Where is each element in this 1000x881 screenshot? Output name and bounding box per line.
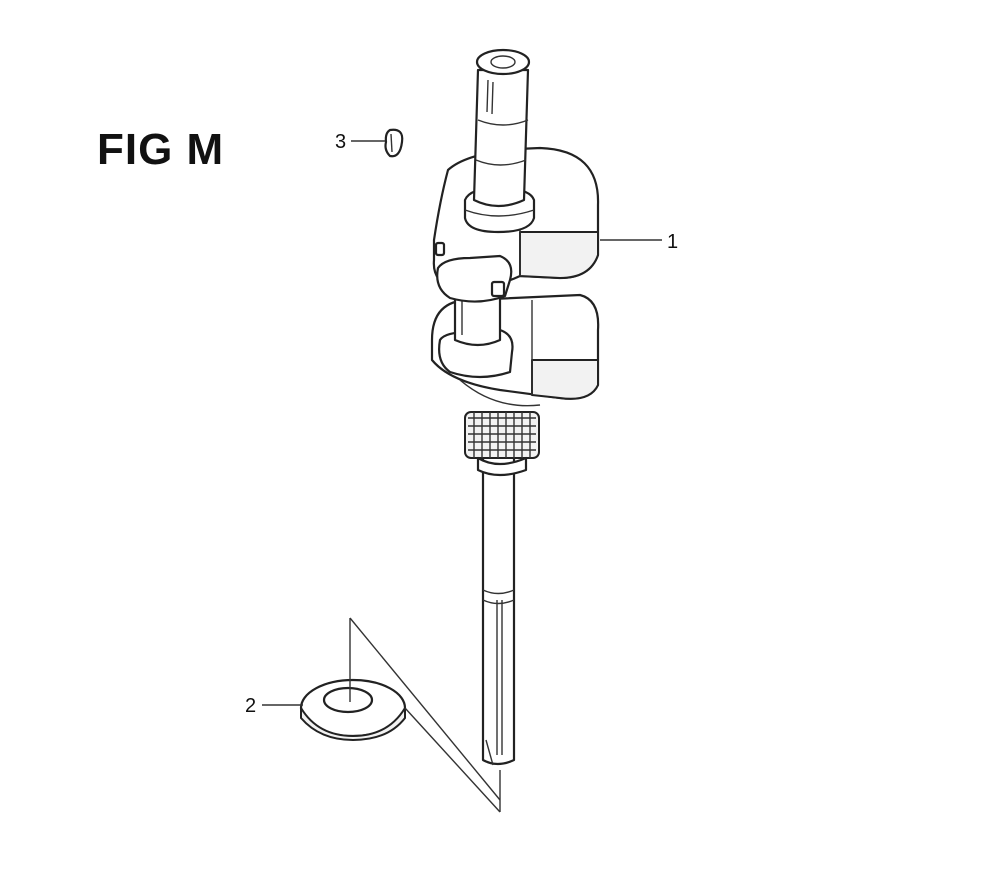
- oil-seal-part[interactable]: [299, 678, 407, 741]
- callout-number: 2: [245, 695, 256, 717]
- callout-3: 3: [335, 131, 385, 153]
- crankshaft-part[interactable]: [430, 48, 600, 766]
- assembly-guide-lines: [349, 617, 501, 813]
- woodruff-key-part[interactable]: [384, 128, 404, 158]
- timing-gear: [464, 411, 540, 477]
- callout-1: 1: [600, 231, 678, 253]
- callout-number: 1: [667, 231, 678, 253]
- figure-title: FIG M: [97, 125, 225, 174]
- callout-number: 3: [335, 131, 346, 153]
- callout-2: 2: [245, 695, 303, 717]
